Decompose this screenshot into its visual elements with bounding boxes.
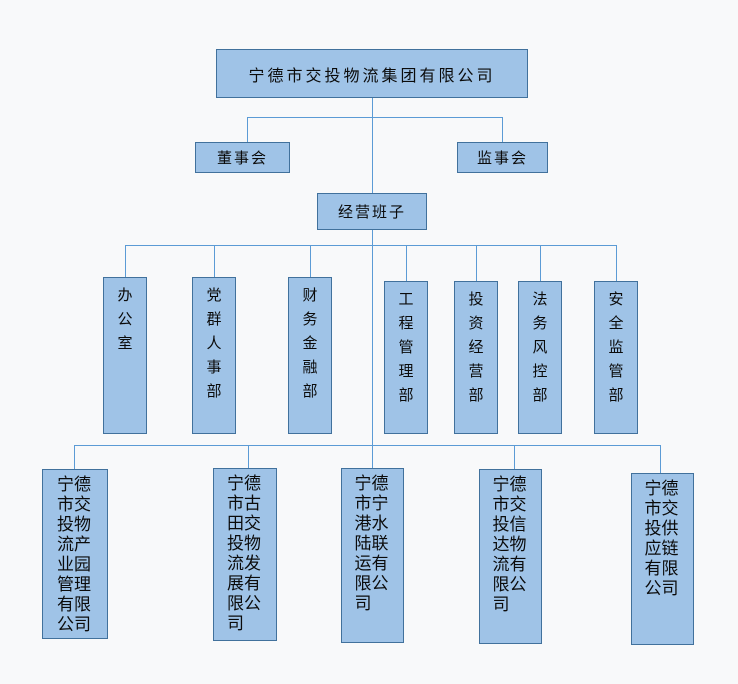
org-node-sub-gutian-logistics: 宁德市古田交投物流发展有限公司 [213, 468, 277, 641]
org-node-label: 安全监管部 [606, 291, 625, 411]
connector-stub-dept-4 [406, 245, 407, 281]
org-node-label: 宁德市交投物流产业园管理有限公司 [57, 475, 91, 635]
org-node-label: 党群人事部 [204, 287, 223, 407]
org-node-label: 办公室 [115, 287, 134, 359]
org-node-dept-legal-risk: 法务风控部 [518, 281, 562, 434]
connector-stub-dept-5 [476, 245, 477, 281]
connector-stub-sub-5 [660, 445, 661, 473]
org-node-dept-office: 办公室 [103, 277, 147, 434]
org-node-sub-supply-chain: 宁德市交投供应链有限公司 [631, 473, 694, 645]
org-node-sub-logistics-park: 宁德市交投物流产业园管理有限公司 [42, 469, 108, 639]
org-node-label: 工程管理部 [396, 291, 415, 411]
connector-departments-bar [125, 245, 617, 246]
org-node-label: 财务金融部 [300, 287, 319, 407]
org-node-dept-finance: 财务金融部 [288, 277, 332, 434]
connector-stub-board [247, 117, 248, 142]
connector-stub-dept-6 [540, 245, 541, 281]
connector-stub-supervisors [502, 117, 503, 142]
connector-root-to-management [372, 98, 373, 193]
connector-stub-sub-4 [514, 445, 515, 469]
connector-subsidiaries-bar [74, 445, 661, 446]
org-node-sub-xinda-logistics: 宁德市交投信达物流有限公司 [479, 469, 542, 644]
org-node-label: 法务风控部 [530, 291, 549, 411]
connector-stub-dept-7 [616, 245, 617, 281]
connector-stub-dept-1 [125, 245, 126, 277]
org-node-label: 监事会 [476, 149, 528, 167]
org-node-label: 宁德市交投物流集团有限公司 [248, 65, 496, 85]
org-node-label: 宁德市交投供应链有限公司 [644, 479, 679, 599]
connector-management-trunk [372, 230, 373, 468]
org-node-label: 宁德市古田交投物流发展有限公司 [227, 474, 261, 634]
org-node-board-of-directors: 董事会 [195, 142, 290, 173]
org-node-label: 宁德市宁港水陆联运有限公司 [354, 474, 389, 614]
org-node-label: 经营班子 [337, 203, 406, 221]
connector-stub-sub-1 [74, 445, 75, 469]
org-node-dept-engineering: 工程管理部 [384, 281, 428, 434]
org-node-group-company: 宁德市交投物流集团有限公司 [216, 49, 528, 98]
org-node-dept-investment: 投资经营部 [454, 281, 498, 434]
org-node-label: 投资经营部 [466, 291, 485, 411]
org-node-label: 董事会 [216, 149, 268, 167]
org-node-dept-party-personnel: 党群人事部 [192, 277, 236, 434]
connector-board-supervisors-bar [247, 117, 503, 118]
org-node-management-team: 经营班子 [317, 193, 427, 230]
connector-stub-dept-2 [214, 245, 215, 277]
connector-stub-sub-2 [248, 445, 249, 468]
org-node-supervisory-board: 监事会 [457, 142, 548, 173]
org-node-label: 宁德市交投信达物流有限公司 [492, 475, 527, 615]
org-node-dept-safety: 安全监管部 [594, 281, 638, 434]
connector-stub-dept-3 [310, 245, 311, 277]
org-node-sub-ninggang-transport: 宁德市宁港水陆联运有限公司 [341, 468, 404, 643]
